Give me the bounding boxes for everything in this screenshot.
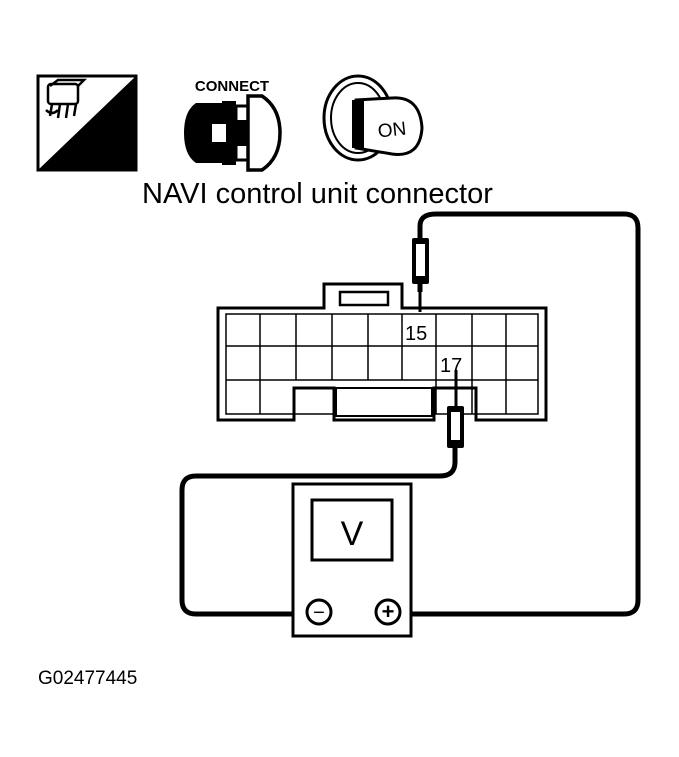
- ignition-on-label: ON: [377, 119, 408, 143]
- positive-symbol: +: [382, 599, 395, 624]
- harness-side-badge: H.S.: [84, 143, 125, 166]
- meter-display: V: [341, 515, 364, 553]
- positive-probe: [404, 211, 641, 617]
- negative-symbol: −: [313, 602, 325, 624]
- harness-side-icon: H.S.: [36, 74, 138, 172]
- terminal-label-a: 15: [405, 323, 427, 345]
- ignition-on-icon: ON: [322, 74, 424, 162]
- connect-icon: CONNECT: [184, 78, 282, 172]
- figure-code: G02477445: [38, 668, 137, 689]
- connect-label: CONNECT: [195, 78, 269, 95]
- voltmeter: V − +: [291, 482, 413, 638]
- terminal-label-b: 17: [440, 355, 462, 377]
- connector-title: NAVI control unit connector: [142, 178, 493, 210]
- negative-probe: [179, 370, 464, 617]
- navi-connector: [216, 282, 548, 422]
- negative-terminal: −: [305, 598, 333, 626]
- positive-terminal: +: [374, 598, 402, 626]
